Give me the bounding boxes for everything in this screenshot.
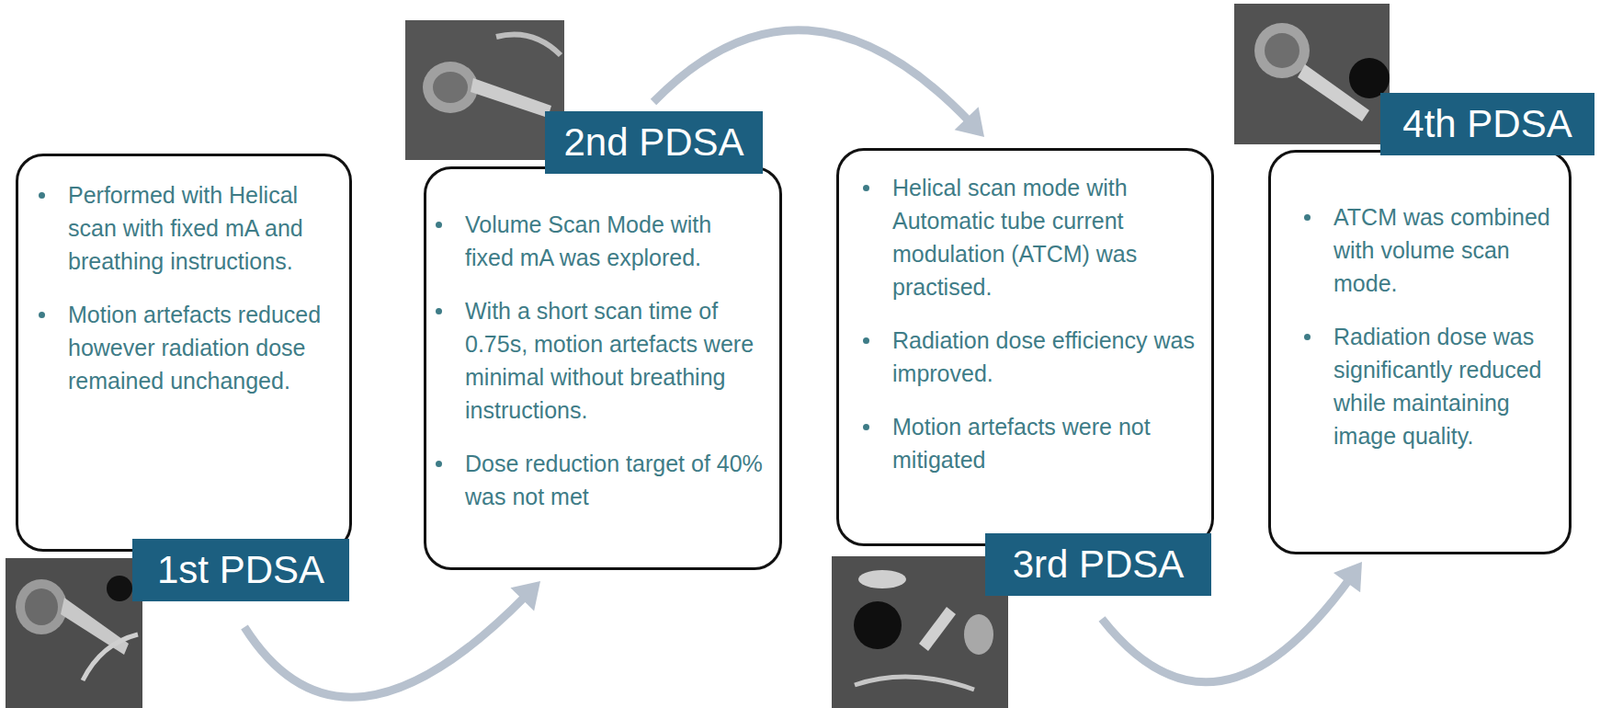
- bullet-dot: [38, 192, 46, 199]
- pdsa-box: 4th PDSAATCM was combined with volume sc…: [1268, 149, 1572, 555]
- bullet-dot: [862, 423, 870, 431]
- pdsa-box: 2nd PDSAVolume Scan Mode with fixed mA w…: [423, 166, 783, 570]
- arrow-head: [510, 580, 541, 612]
- bullet-text: Volume Scan Mode with fixed mA was explo…: [465, 207, 766, 274]
- pdsa-box: 3rd PDSAHelical scan mode with Automatic…: [836, 147, 1215, 546]
- bullet-text: Motion artefacts were not mitigated: [892, 409, 1198, 477]
- bullet-item: Motion artefacts were not mitigated: [862, 409, 1198, 477]
- stage-tab: 4th PDSA: [1380, 92, 1595, 156]
- bullet-item: Helical scan mode with Automatic tube cu…: [862, 170, 1198, 304]
- bullet-item: Performed with Helical scan with fixed m…: [38, 178, 336, 278]
- bullet-text: Dose reduction target of 40% was not met: [465, 446, 766, 513]
- ct-image: [405, 20, 565, 160]
- arrow-head: [954, 106, 985, 137]
- bullet-item: Dose reduction target of 40% was not met: [435, 446, 766, 513]
- bullet-dot: [1304, 333, 1311, 341]
- bullet-item: ATCM was combined with volume scan mode.: [1304, 200, 1555, 300]
- bullet-dot: [38, 311, 46, 318]
- arrow-line: [244, 595, 527, 698]
- stage-heading: 3rd PDSA: [1012, 542, 1185, 587]
- arrow-line: [653, 30, 971, 123]
- bullet-dot: [1304, 214, 1311, 221]
- stage-tab: 2nd PDSA: [544, 111, 763, 174]
- ct-image: [1234, 3, 1390, 145]
- bullet-text: With a short scan time of 0.75s, motion …: [465, 294, 766, 427]
- bullet-text: Radiation dose efficiency was improved.: [892, 323, 1198, 390]
- bullet-dot: [862, 184, 870, 192]
- bullet-text: Performed with Helical scan with fixed m…: [68, 178, 336, 278]
- bullet-item: With a short scan time of 0.75s, motion …: [435, 294, 766, 427]
- pdsa-box: 1st PDSAPerformed with Helical scan with…: [15, 153, 352, 552]
- bullet-item: Volume Scan Mode with fixed mA was explo…: [435, 207, 766, 274]
- bullet-text: ATCM was combined with volume scan mode.: [1333, 200, 1555, 300]
- stage-heading: 2nd PDSA: [563, 120, 744, 165]
- stage-heading: 1st PDSA: [157, 547, 325, 592]
- bullet-dot: [862, 337, 870, 344]
- bullet-item: Motion artefacts reduced however radiati…: [38, 297, 336, 398]
- stage-tab: 3rd PDSA: [985, 533, 1212, 596]
- bullet-item: Radiation dose efficiency was improved.: [862, 323, 1198, 390]
- ct-image: [831, 556, 1009, 708]
- stage-tab: 1st PDSA: [132, 538, 350, 602]
- bullet-text: Helical scan mode with Automatic tube cu…: [892, 170, 1198, 304]
- bullet-text: Radiation dose was significantly reduced…: [1333, 319, 1555, 453]
- bullet-item: Radiation dose was significantly reduced…: [1304, 319, 1555, 453]
- arrow-head: [1333, 561, 1362, 592]
- bullet-dot: [435, 460, 443, 467]
- bullet-dot: [435, 221, 443, 228]
- bullet-text: Motion artefacts reduced however radiati…: [68, 297, 336, 398]
- ct-image: [5, 557, 143, 708]
- bullet-dot: [435, 307, 443, 315]
- stage-heading: 4th PDSA: [1402, 102, 1572, 147]
